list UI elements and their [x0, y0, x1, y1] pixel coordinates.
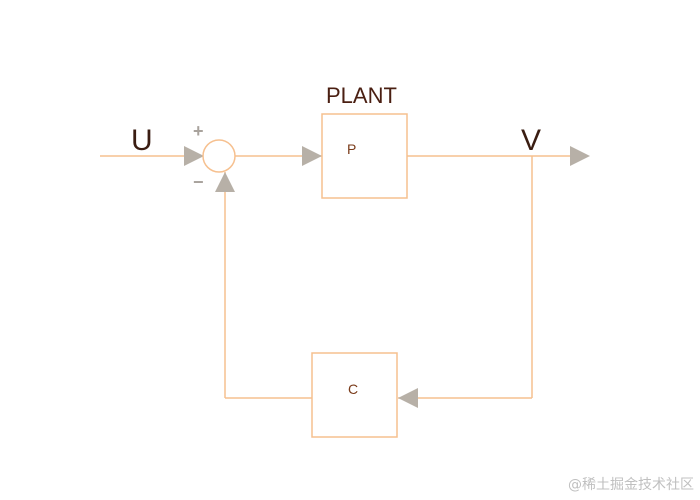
- feedback-arrowhead: [215, 172, 235, 192]
- plant-block-label: P: [347, 141, 356, 157]
- forward-arrowhead: [302, 146, 322, 166]
- input-arrowhead: [184, 146, 204, 166]
- plant-block: [321, 113, 408, 199]
- controller-input-arrowhead: [398, 388, 418, 408]
- watermark: @稀土掘金技术社区: [568, 477, 694, 493]
- summing-junction: [202, 139, 236, 173]
- summing-plus-sign: +: [193, 121, 204, 141]
- input-label: U: [131, 124, 153, 157]
- output-arrowhead: [570, 146, 590, 166]
- controller-block: [311, 352, 398, 438]
- plant-title: PLANT: [326, 83, 397, 108]
- summing-minus-sign: −: [193, 172, 204, 192]
- controller-block-label: C: [348, 381, 358, 397]
- output-label: V: [521, 124, 541, 157]
